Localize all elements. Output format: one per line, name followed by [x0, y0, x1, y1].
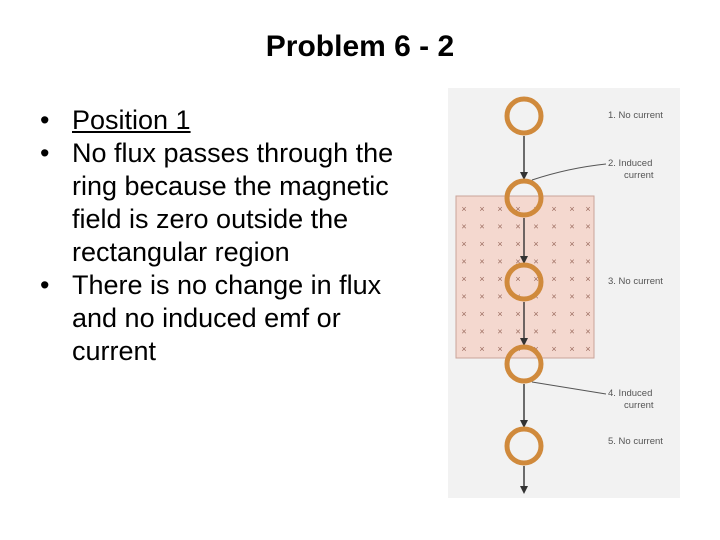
- field-x-marker: ×: [497, 204, 502, 214]
- field-x-marker: ×: [585, 204, 590, 214]
- ring-position-3: [504, 262, 544, 302]
- field-x-marker: ×: [497, 274, 502, 284]
- field-x-marker: ×: [497, 344, 502, 354]
- rings: [504, 96, 544, 466]
- field-x-marker: ×: [533, 274, 538, 284]
- slide-title: Problem 6 - 2: [265, 30, 455, 63]
- field-x-marker: ×: [585, 327, 590, 337]
- field-x-marker: ×: [479, 204, 484, 214]
- bullet-text: No flux passes through the ring because …: [72, 138, 394, 267]
- field-x-marker: ×: [479, 309, 484, 319]
- label-position-3: 3. No current: [608, 276, 663, 287]
- field-x-marker: ×: [533, 257, 538, 267]
- ring-position-4: [504, 344, 544, 384]
- field-x-marker: ×: [569, 274, 574, 284]
- label-position-5: 5. No current: [608, 436, 663, 447]
- field-x-marker: ×: [585, 222, 590, 232]
- bullet-text: There is no change in flux and no induce…: [72, 270, 382, 366]
- field-x-marker: ×: [515, 222, 520, 232]
- field-x-marker: ×: [551, 222, 556, 232]
- bullet-marker: •: [40, 270, 50, 300]
- field-x-marker: ×: [533, 327, 538, 337]
- field-x-marker: ×: [515, 274, 520, 284]
- field-markers: × × × × × × × × × × × × × × × × × × × × × × × × × × × × × × × × × × × × × × × ×…: [461, 204, 590, 354]
- field-x-marker: ×: [551, 257, 556, 267]
- field-x-marker: ×: [479, 257, 484, 267]
- bullet-text: Position 1: [72, 105, 191, 135]
- field-x-marker: ×: [515, 327, 520, 337]
- field-x-marker: ×: [497, 292, 502, 302]
- field-x-marker: ×: [461, 327, 466, 337]
- field-x-marker: ×: [497, 222, 502, 232]
- field-x-marker: ×: [551, 292, 556, 302]
- field-x-marker: ×: [515, 309, 520, 319]
- field-x-marker: ×: [551, 274, 556, 284]
- field-x-marker: ×: [479, 239, 484, 249]
- magnetic-field-region: [455, 195, 595, 359]
- field-x-marker: ×: [569, 257, 574, 267]
- label-position-2b: current: [624, 170, 654, 181]
- ring-position-5: [504, 426, 544, 466]
- field-x-marker: ×: [585, 274, 590, 284]
- field-x-marker: ×: [533, 239, 538, 249]
- field-x-marker: ×: [551, 239, 556, 249]
- figure-canvas: × × × × × × × × × × × × × × × × × × × × × × × × × × × × × × × × × × × × × × × ×…: [455, 96, 663, 494]
- field-x-marker: ×: [569, 292, 574, 302]
- bullet-list: • Position 1 • No flux passes through th…: [40, 104, 430, 368]
- field-x-marker: ×: [461, 204, 466, 214]
- field-x-marker: ×: [461, 257, 466, 267]
- label-pointers: [531, 163, 607, 395]
- field-x-marker: ×: [569, 204, 574, 214]
- field-x-marker: ×: [497, 257, 502, 267]
- field-x-marker: ×: [461, 309, 466, 319]
- field-x-marker: ×: [479, 222, 484, 232]
- field-x-marker: ×: [497, 309, 502, 319]
- field-x-marker: ×: [479, 292, 484, 302]
- field-x-marker: ×: [551, 309, 556, 319]
- field-x-marker: ×: [497, 239, 502, 249]
- pointer-line-4: [531, 381, 607, 395]
- label-position-4b: current: [624, 400, 654, 411]
- field-x-marker: ×: [461, 274, 466, 284]
- bullet-marker: •: [40, 105, 50, 135]
- field-x-marker: ×: [461, 344, 466, 354]
- bullet-item: • There is no change in flux and no indu…: [40, 269, 430, 368]
- label-position-4a: 4. Induced: [608, 388, 652, 399]
- field-x-marker: ×: [569, 222, 574, 232]
- field-x-marker: ×: [533, 222, 538, 232]
- bullet-item: • Position 1: [40, 104, 430, 137]
- field-x-marker: ×: [479, 344, 484, 354]
- field-x-marker: ×: [585, 344, 590, 354]
- pointer-line-2: [531, 163, 607, 181]
- field-x-marker: ×: [515, 239, 520, 249]
- field-x-marker: ×: [551, 327, 556, 337]
- ring-position-1: [504, 96, 544, 136]
- field-x-marker: ×: [585, 257, 590, 267]
- ring-position-2: [504, 178, 544, 218]
- field-x-marker: ×: [461, 239, 466, 249]
- field-x-marker: ×: [585, 239, 590, 249]
- field-x-marker: ×: [551, 344, 556, 354]
- field-x-marker: ×: [461, 292, 466, 302]
- field-x-marker: ×: [569, 239, 574, 249]
- field-x-marker: ×: [515, 204, 520, 214]
- field-x-marker: ×: [479, 327, 484, 337]
- field-x-marker: ×: [569, 327, 574, 337]
- bullet-marker: •: [40, 138, 50, 168]
- label-position-2a: 2. Induced: [608, 158, 652, 169]
- ring-motion-figure: × × × × × × × × × × × × × × × × × × × × × × × × × × × × × × × × × × × × × × × ×…: [448, 88, 680, 498]
- field-x-marker: ×: [569, 344, 574, 354]
- field-x-marker: ×: [569, 309, 574, 319]
- field-x-marker: ×: [585, 309, 590, 319]
- field-x-marker: ×: [479, 274, 484, 284]
- field-x-marker: ×: [533, 309, 538, 319]
- field-x-marker: ×: [585, 292, 590, 302]
- field-x-marker: ×: [497, 327, 502, 337]
- field-x-marker: ×: [551, 204, 556, 214]
- label-position-1: 1. No current: [608, 110, 663, 121]
- bullet-item: • No flux passes through the ring becaus…: [40, 137, 430, 269]
- field-x-marker: ×: [515, 257, 520, 267]
- field-x-marker: ×: [461, 222, 466, 232]
